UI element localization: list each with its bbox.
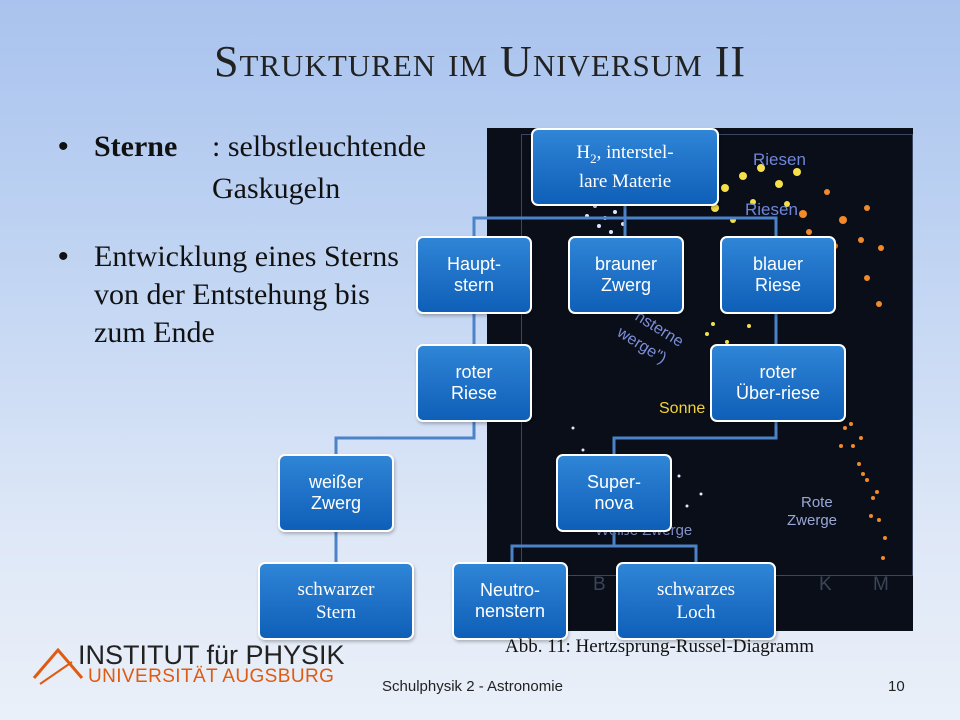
label-riesen-top: Riesen [753, 150, 806, 169]
box-h2-line2: lare Materie [578, 170, 672, 192]
label-rote-zwerge-2: Zwerge [787, 512, 838, 529]
figure-caption: Abb. 11: Hertzsprung-Russel-Diagramm [505, 636, 815, 657]
box-weisser-zwerg-label: weißer Zwerg [308, 472, 363, 513]
box-schwarzer-stern-label: schwarzer Stern [297, 579, 375, 623]
box-roter-riese: roter Riese [416, 344, 532, 422]
spectral-class-m: M [873, 574, 889, 595]
label-rote-zwerge-1: Rote [801, 494, 833, 511]
box-interstellar-matter: H2, interstel- lare Materie [531, 128, 719, 206]
box-brauner-zwerg: brauner Zwerg [568, 236, 684, 314]
box-h2-rest: , interstel- [596, 142, 674, 164]
institute-logo-icon [32, 647, 84, 685]
box-blauer-riese-label: blauer Riese [752, 254, 804, 295]
box-supernova-label: Super- nova [586, 472, 642, 513]
box-schwarzes-loch-label: schwarzes Loch [656, 579, 736, 623]
box-roter-ueberriese-label: roter Über-riese [735, 362, 821, 403]
box-weisser-zwerg: weißer Zwerg [278, 454, 394, 532]
bullet-term-sterne: Sterne [94, 130, 178, 163]
box-roter-ueberriese: roter Über-riese [710, 344, 846, 422]
box-schwarzes-loch: schwarzes Loch [616, 562, 776, 640]
box-h2-subscript: 2 [590, 150, 597, 166]
spectral-class-k: K [819, 574, 832, 595]
label-sonne: Sonne [659, 400, 706, 417]
box-hauptstern-label: Haupt- stern [446, 254, 502, 295]
label-riesen: Riesen [745, 200, 798, 219]
box-neutronenstern: Neutro- nenstern [452, 562, 568, 640]
box-schwarzer-stern: schwarzer Stern [258, 562, 414, 640]
page-number: 10 [888, 678, 905, 695]
box-brauner-zwerg-label: brauner Zwerg [594, 254, 658, 295]
bullet-definition-line2: Gaskugeln [212, 172, 341, 205]
bullet-text-entwicklung: Entwicklung eines Sterns von der Entsteh… [94, 240, 399, 349]
box-supernova: Super- nova [556, 454, 672, 532]
bullet-dot-icon: • [58, 240, 69, 273]
spectral-class-b: B [593, 574, 606, 595]
box-roter-riese-label: roter Riese [450, 362, 498, 403]
logo-line1: INSTITUT für PHYSIK [78, 640, 345, 670]
box-hauptstern: Haupt- stern [416, 236, 532, 314]
bullet-dot-icon: • [58, 130, 69, 163]
slide-title: Strukturen im Universum II [213, 37, 747, 86]
institute-logo: INSTITUT für PHYSIK UNIVERSITÄT AUGSBURG [32, 640, 345, 692]
footer-text: Schulphysik 2 - Astronomie [382, 678, 563, 695]
box-h2-prefix: H [576, 142, 591, 164]
box-neutronenstern-label: Neutro- nenstern [474, 580, 546, 621]
box-blauer-riese: blauer Riese [720, 236, 836, 314]
bullet-definition-line1: : selbstleuchtende [212, 130, 427, 163]
logo-line2: UNIVERSITÄT AUGSBURG [88, 666, 335, 687]
